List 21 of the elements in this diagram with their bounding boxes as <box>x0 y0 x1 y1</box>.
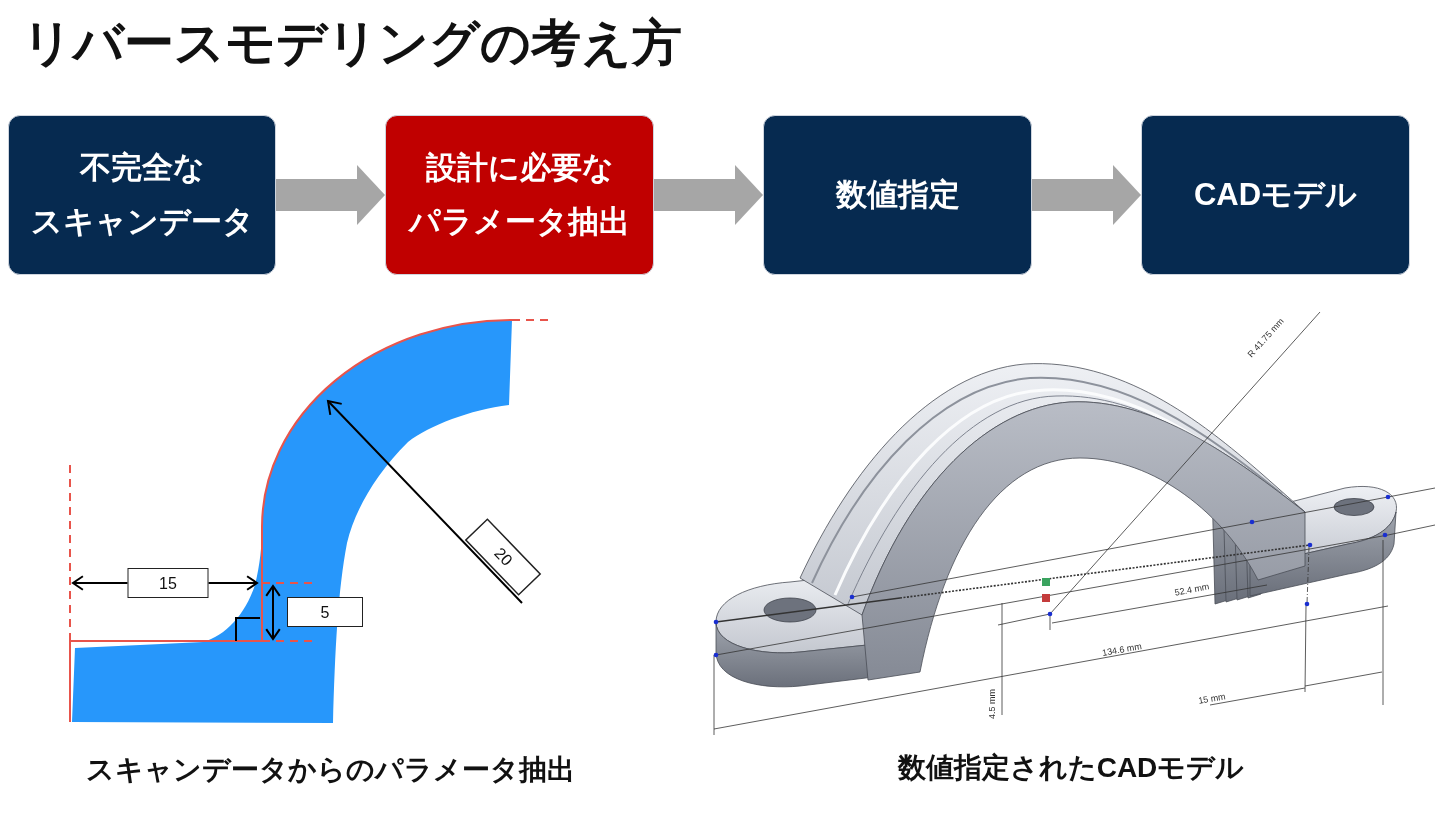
dimension-value: 20 <box>490 544 516 570</box>
process-box <box>8 115 276 275</box>
box-label: 設計に必要なパラメータ抽出 <box>409 149 630 241</box>
dimension-label: 134.6 mm <box>1101 641 1143 659</box>
process-box <box>1141 115 1410 275</box>
arrow <box>276 165 385 225</box>
page-title: リバースモデリングの考え方 <box>22 14 682 73</box>
arrow <box>654 165 763 225</box>
process-box <box>763 115 1032 275</box>
dimension-value: 15 <box>127 568 209 598</box>
process-box <box>385 115 654 275</box>
figure-caption: 数値指定されたCADモデル <box>897 751 1245 785</box>
dimension-label: 52.4 mm <box>1173 581 1211 599</box>
figure-caption: スキャンデータからのパラメータ抽出 <box>85 753 575 787</box>
dimension-value: 5 <box>287 597 363 627</box>
arrow <box>1032 165 1141 225</box>
box-label: 不完全なスキャンデータ <box>30 149 254 241</box>
dimension-label: 15 mm <box>1197 691 1227 707</box>
dimension-label: 4.5 mm <box>986 689 998 719</box>
box-label: CADモデル <box>1193 176 1358 214</box>
box-label: 数値指定 <box>835 176 960 214</box>
